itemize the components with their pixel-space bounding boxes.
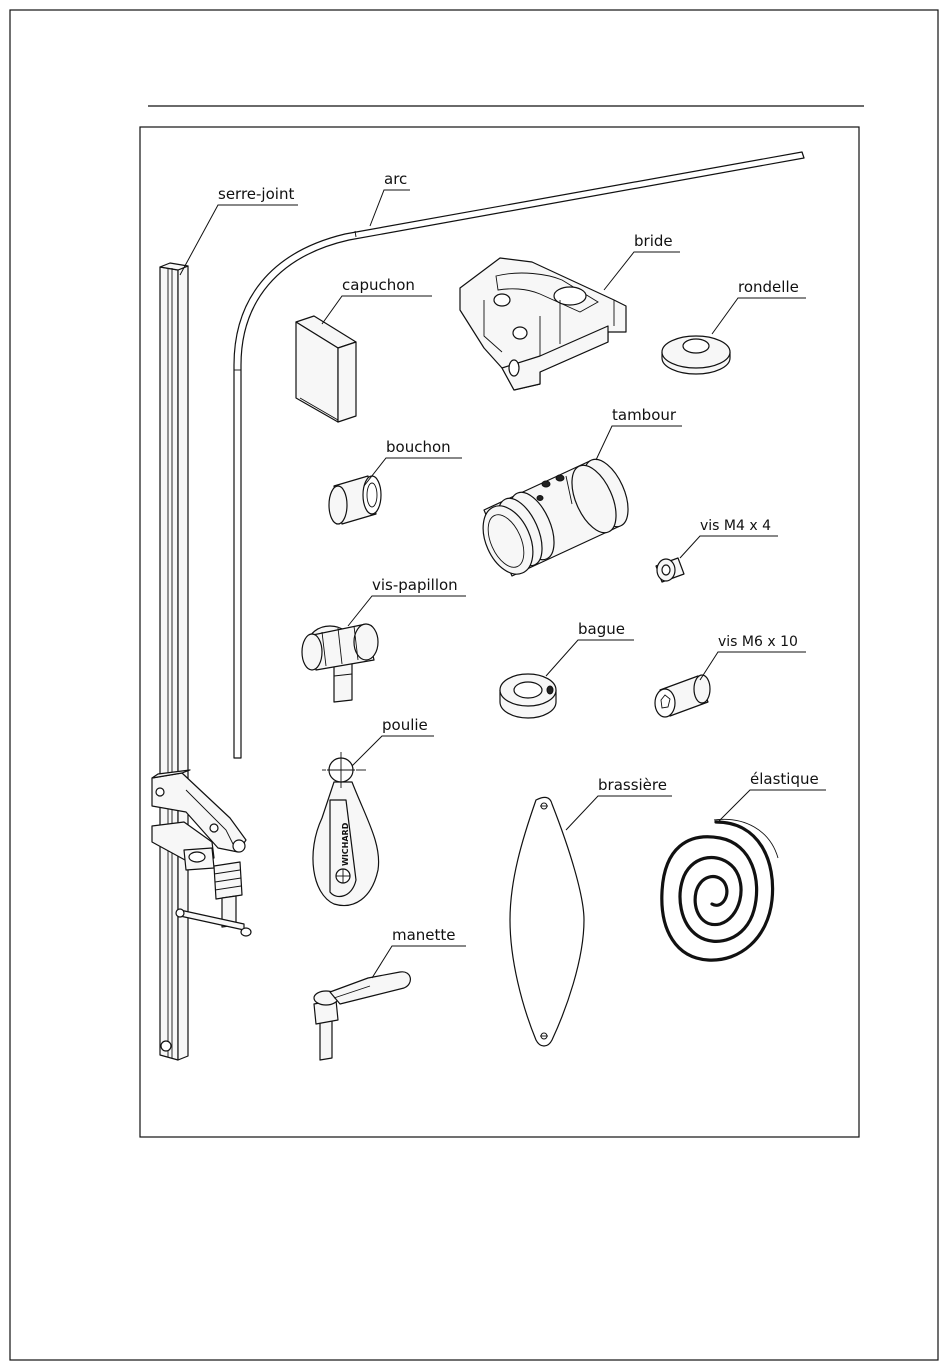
- rondelle-part: [662, 336, 730, 374]
- brassiere-leader: [566, 796, 672, 830]
- vis-m6-leader: [700, 652, 806, 680]
- poulie-part: WICHARD: [313, 752, 379, 906]
- rondelle-label: rondelle: [738, 278, 799, 296]
- elastique-leader: [718, 790, 826, 822]
- bride-leader: [604, 252, 680, 290]
- capuchon-part: [296, 316, 356, 422]
- tambour-leader: [596, 426, 682, 460]
- manette-part: [314, 972, 410, 1060]
- serre-joint-label: serre-joint: [218, 185, 294, 203]
- vis-m6-part: [655, 675, 710, 717]
- elastique-label: élastique: [750, 770, 819, 788]
- vis-m4-part: [656, 558, 684, 582]
- bague-label: bague: [578, 620, 625, 638]
- rondelle-leader: [712, 298, 806, 334]
- vis-papillon-leader: [348, 596, 466, 626]
- capuchon-label: capuchon: [342, 276, 415, 294]
- poulie-label: poulie: [382, 716, 428, 734]
- poulie-brand-text: WICHARD: [341, 822, 350, 866]
- vis-papillon-part: [302, 624, 378, 702]
- arc-leader: [370, 190, 410, 226]
- vis-m4-leader: [680, 536, 778, 558]
- arc-label: arc: [384, 170, 407, 188]
- bride-part: [460, 258, 626, 390]
- bouchon-part: [329, 476, 381, 524]
- vis-m4-label: vis M4 x 4: [700, 518, 771, 534]
- vis-papillon-label: vis-papillon: [372, 576, 458, 594]
- elastique-part: [662, 819, 778, 960]
- manette-label: manette: [392, 926, 456, 944]
- tambour-part: [473, 453, 637, 582]
- brassiere-label: brassière: [598, 776, 667, 794]
- bague-part: [500, 674, 556, 718]
- bague-leader: [546, 640, 634, 676]
- bouchon-label: bouchon: [386, 438, 451, 456]
- manette-leader: [372, 946, 466, 978]
- tambour-label: tambour: [612, 406, 677, 424]
- vis-m6-label: vis M6 x 10: [718, 634, 798, 650]
- capuchon-leader: [322, 296, 432, 324]
- bride-label: bride: [634, 232, 673, 250]
- brassiere-part: [510, 797, 584, 1046]
- poulie-leader: [352, 736, 434, 766]
